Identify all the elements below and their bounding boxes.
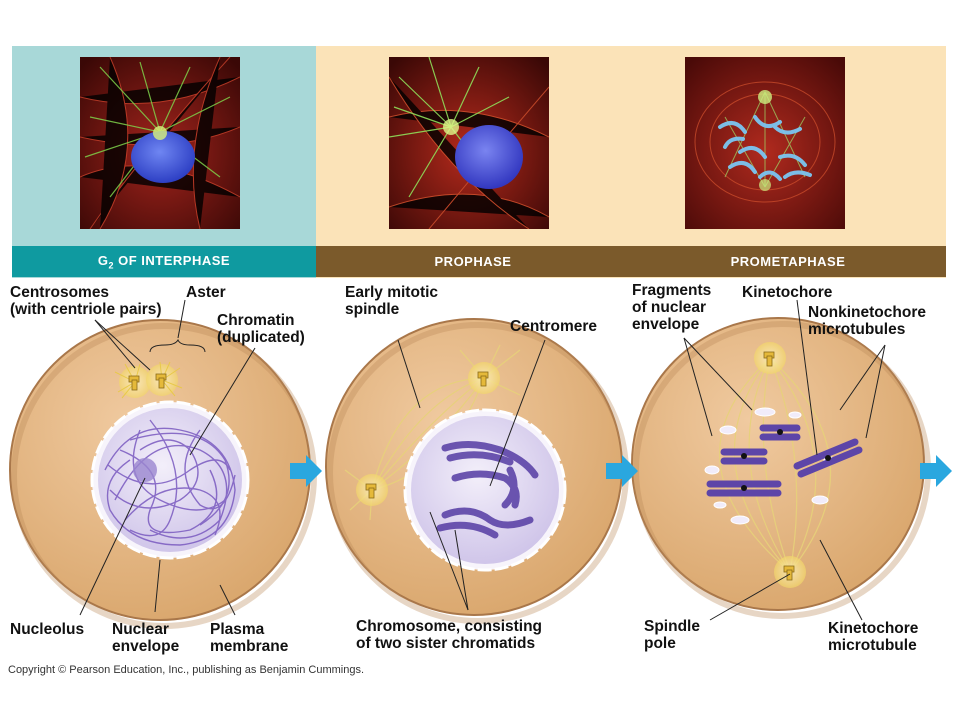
micrograph-prophase (389, 57, 549, 229)
micrograph-prometaphase (685, 57, 845, 229)
cell-prometaphase (631, 299, 931, 621)
label-aster: Aster (186, 284, 226, 301)
micrograph-interphase (80, 57, 240, 229)
label-centrosomes: Centrosomes(with centriole pairs) (10, 284, 162, 318)
chromosomes (436, 441, 539, 539)
centrosomes (114, 361, 183, 399)
stage-band-interphase: G2 OF INTERPHASE (12, 246, 316, 277)
label-centromere: Centromere (510, 318, 597, 335)
nucleolus (133, 458, 157, 482)
label-kinetochore: Kinetochore (742, 284, 833, 301)
arrow-2 (606, 455, 638, 487)
arrow-3 (920, 455, 952, 487)
arrow-1 (290, 455, 322, 487)
cell-prophase (325, 318, 629, 624)
prometaphase-chromosomes (706, 424, 863, 497)
stage-band-prometaphase: PROMETAPHASE (630, 246, 946, 277)
stage-name-prophase: PROPHASE (434, 254, 512, 269)
label-nucleolus: Nucleolus (10, 621, 85, 638)
stage-name-prometaphase: PROMETAPHASE (730, 254, 846, 269)
cell-interphase (9, 299, 317, 629)
stage-name-interphase: G2 OF INTERPHASE (97, 252, 231, 271)
label-chromatin: Chromatin(duplicated) (217, 312, 305, 346)
copyright-notice: Copyright © Pearson Education, Inc., pub… (8, 664, 365, 676)
stage-band-prophase: PROPHASE (316, 246, 630, 277)
